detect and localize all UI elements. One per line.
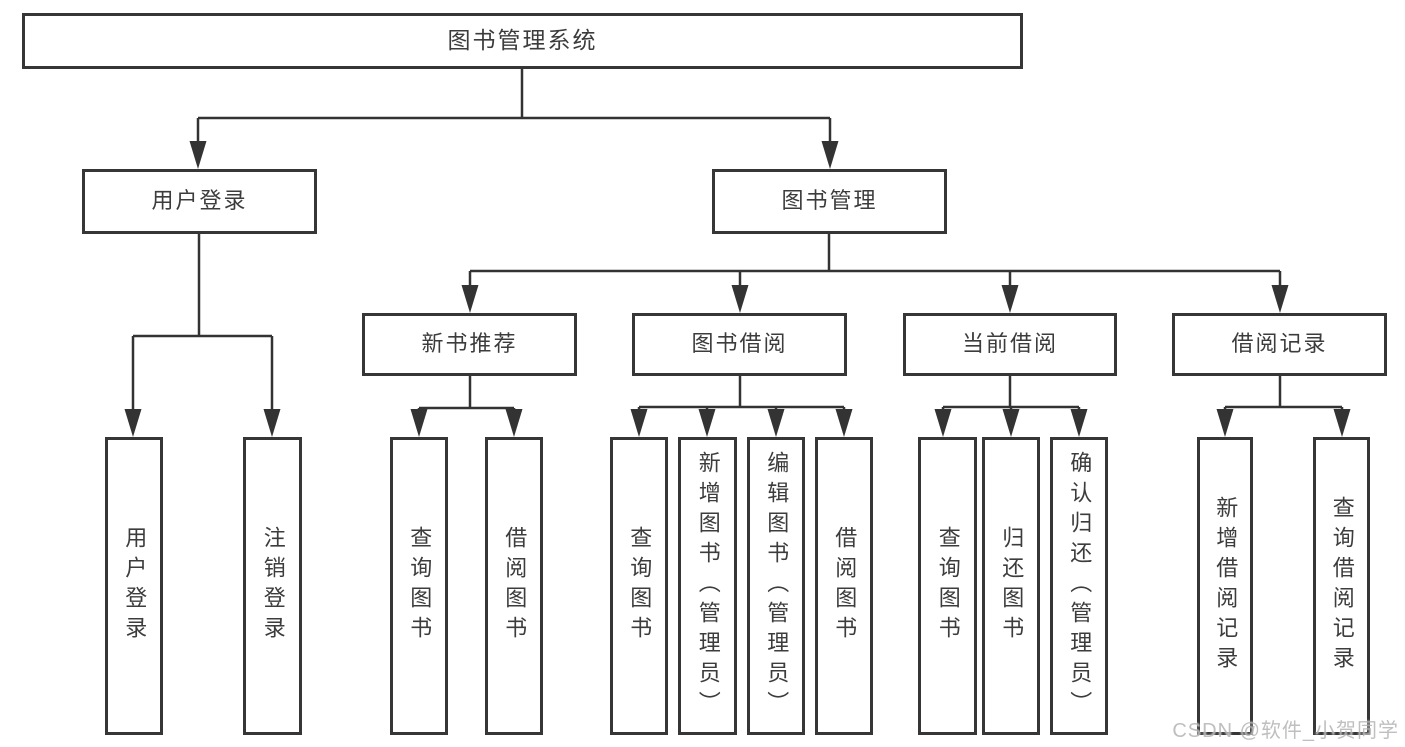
leaf-user-login: 用户登录 <box>105 437 163 735</box>
node-book-borrowing: 图书借阅 <box>632 313 847 376</box>
node-borrowing-records: 借阅记录 <box>1172 313 1387 376</box>
leaf-borrow-books-borrowing: 借阅图书 <box>815 437 873 735</box>
leaf-confirm-return-admin: 确认归还（管理员） <box>1050 437 1108 735</box>
leaf-query-books-recommend: 查询图书 <box>390 437 448 735</box>
leaf-query-books-borrowing: 查询图书 <box>610 437 668 735</box>
leaf-return-book: 归还图书 <box>982 437 1040 735</box>
node-library-system: 图书管理系统 <box>22 13 1023 69</box>
leaf-add-borrow-record: 新增借阅记录 <box>1197 437 1253 735</box>
node-current-borrowing: 当前借阅 <box>903 313 1117 376</box>
leaf-query-books-current: 查询图书 <box>918 437 977 735</box>
leaf-query-borrow-record: 查询借阅记录 <box>1313 437 1370 735</box>
node-book-management: 图书管理 <box>712 169 947 234</box>
node-user-login: 用户登录 <box>82 169 317 234</box>
leaf-edit-book-admin: 编辑图书（管理员） <box>747 437 805 735</box>
leaf-add-book-admin: 新增图书（管理员） <box>678 437 737 735</box>
leaf-logout: 注销登录 <box>243 437 302 735</box>
node-new-book-recommendation: 新书推荐 <box>362 313 577 376</box>
watermark-text: CSDN @软件_小贺同学 <box>1172 720 1399 742</box>
leaf-borrow-books-recommend: 借阅图书 <box>485 437 543 735</box>
